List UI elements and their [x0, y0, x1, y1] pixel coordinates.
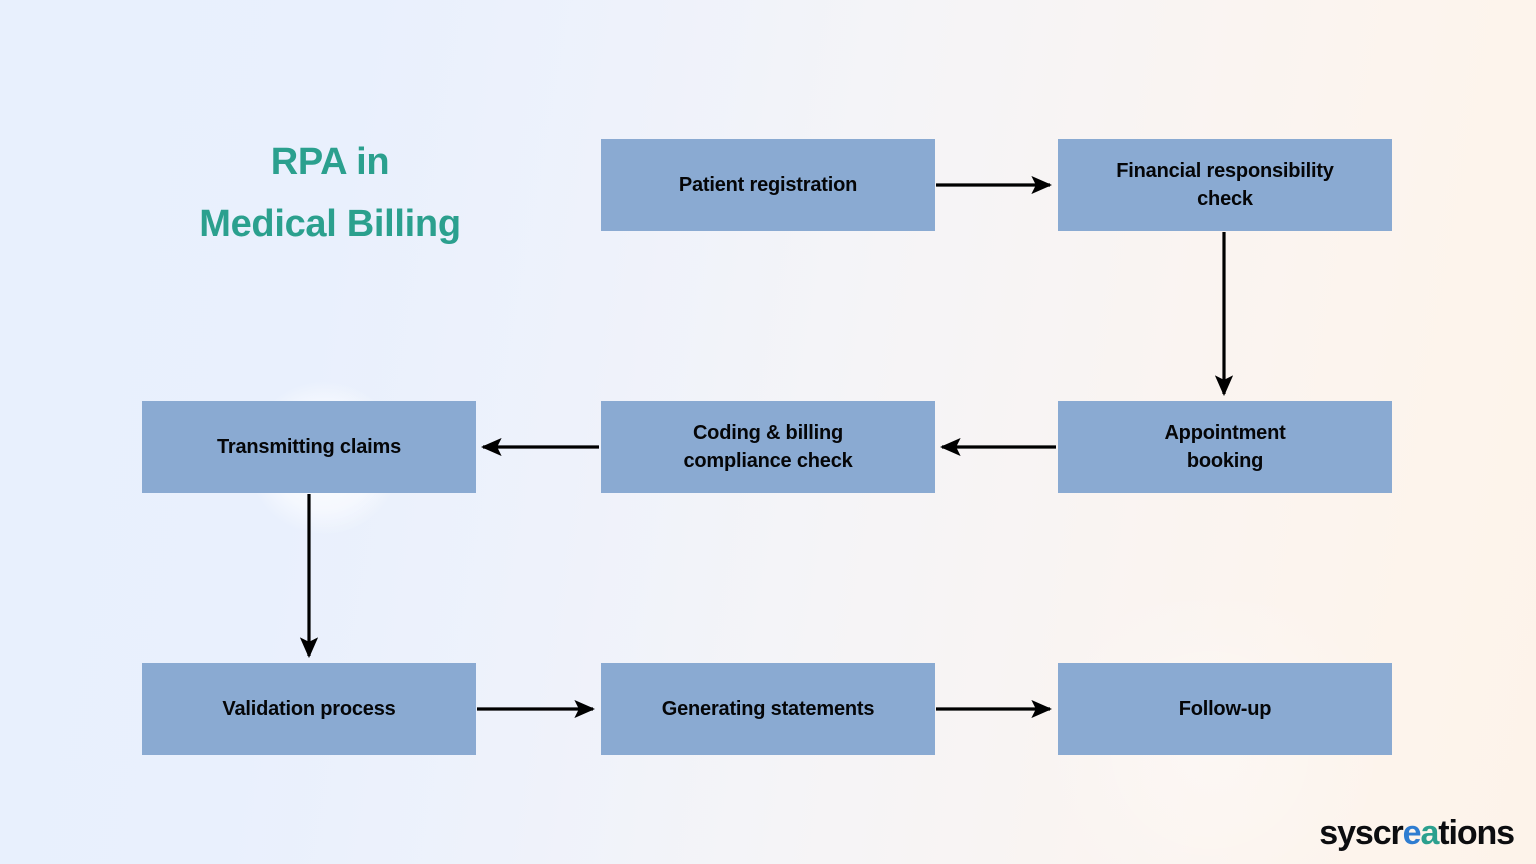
flow-node-appointment-booking[interactable]: Appointment booking [1058, 401, 1392, 493]
flow-node-patient-registration[interactable]: Patient registration [601, 139, 935, 231]
flow-node-financial-responsibility-check[interactable]: Financial responsibility check [1058, 139, 1392, 231]
flow-node-followup[interactable]: Follow-up [1058, 663, 1392, 755]
flow-node-transmitting-claims[interactable]: Transmitting claims [142, 401, 476, 493]
logo-letter-a: a [1420, 814, 1439, 852]
flow-node-validation-process[interactable]: Validation process [142, 663, 476, 755]
flow-node-coding-billing-compliance-check[interactable]: Coding & billing compliance check [601, 401, 935, 493]
logo-text-part1: syscr [1319, 814, 1403, 852]
page-title: RPA in Medical Billing [199, 141, 461, 245]
logo-letter-e: e [1402, 814, 1422, 852]
logo-text-part2: tions [1438, 814, 1515, 852]
flow-node-generating-statements[interactable]: Generating statements [601, 663, 935, 755]
syscreations-logo: syscreations [1319, 814, 1515, 852]
